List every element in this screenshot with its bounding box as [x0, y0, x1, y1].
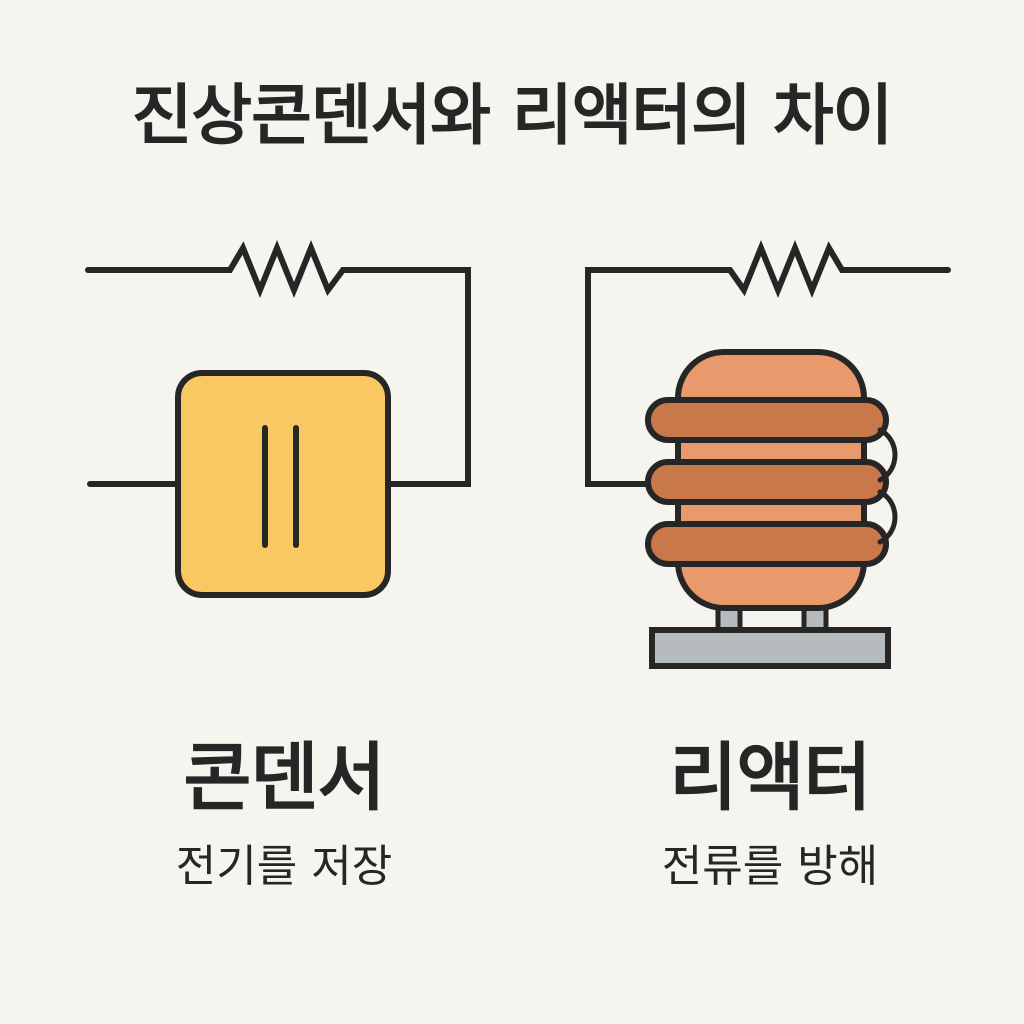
capacitor-name: 콘덴서 — [183, 735, 385, 821]
page-title: 진상콘덴서와 리액터의 차이 — [131, 77, 894, 154]
reactor-coil-turn-2 — [645, 459, 889, 505]
reactor-description: 전류를 방해 — [661, 841, 879, 892]
reactor-circuit — [585, 240, 951, 669]
reactor-coil-turn-3 — [645, 521, 889, 567]
reactor-coil-turn-1 — [645, 397, 889, 443]
capacitor-body — [175, 370, 391, 598]
reactor-coil — [645, 397, 898, 567]
reactor-top-wire — [585, 240, 951, 487]
capacitor-circuit — [85, 240, 471, 598]
capacitor-top-wire — [85, 240, 471, 487]
reactor-name: 리액터 — [669, 735, 871, 821]
capacitor-description: 전기를 저장 — [175, 841, 393, 892]
reactor-base — [649, 627, 891, 669]
reactor-coil-wrap — [877, 427, 898, 545]
